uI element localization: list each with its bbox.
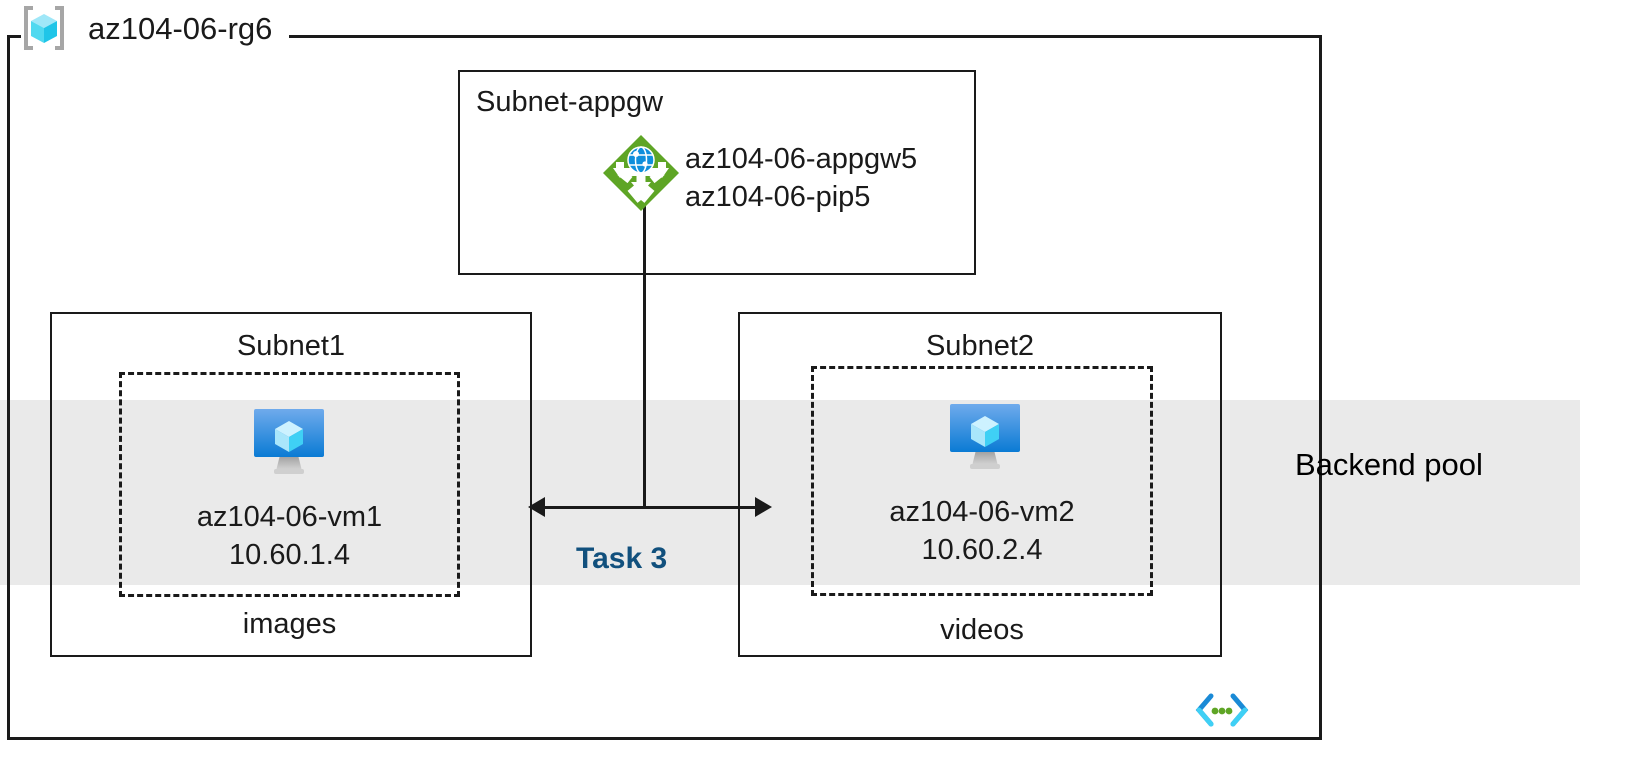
subnet2-vm-group: [811, 366, 1153, 596]
subnet1-title: Subnet1: [236, 330, 346, 362]
appgw-resource-names: az104-06-appgw5 az104-06-pip5: [685, 140, 917, 216]
subnet1-vm-name: az104-06-vm1: [196, 501, 383, 533]
resource-group-boundary: [7, 35, 1322, 740]
appgw-name: az104-06-appgw5: [685, 143, 918, 175]
rg-border-bottom: [7, 737, 1322, 740]
subnet2-box: Subnet2: [738, 312, 1222, 657]
subnet1-vm-group: [119, 372, 460, 597]
rg-border-top-right: [289, 35, 1322, 38]
subnet1-box: Subnet1: [50, 312, 532, 657]
resource-group-name: az104-06-rg6: [88, 11, 273, 46]
rg-border-top-left: [7, 35, 21, 38]
subnet2-vm-ip: 10.60.2.4: [921, 534, 1043, 566]
rg-border-left: [7, 35, 10, 740]
subnet1-vm-info: az104-06-vm1 10.60.1.4: [119, 498, 460, 574]
subnet2-vm-info: az104-06-vm2 10.60.2.4: [811, 493, 1153, 569]
application-gateway-icon: [600, 132, 682, 214]
arrow-head-left-icon: [528, 497, 545, 517]
subnet-appgw-title: Subnet-appgw: [476, 86, 664, 118]
subnet-appgw-box: Subnet-appgw: [458, 70, 976, 275]
resource-group-cube-icon: [20, 4, 68, 52]
rg-border-right: [1319, 35, 1322, 740]
appgw-to-subnets-connector: [643, 205, 646, 508]
arrow-head-right-icon: [755, 497, 772, 517]
subnet1-subnet2-connector: [540, 506, 762, 509]
subnet1-caption: images: [242, 608, 337, 640]
subnet2-title: Subnet2: [925, 330, 1035, 362]
backend-pool-label: Backend pool: [1295, 447, 1483, 482]
subnet2-vm-name: az104-06-vm2: [889, 496, 1075, 528]
virtual-network-icon: [1194, 692, 1250, 728]
task-3-label: Task 3: [576, 542, 668, 575]
subnet2-caption: videos: [940, 614, 1024, 646]
virtual-machine-icon: [250, 405, 328, 477]
virtual-machine-icon: [946, 400, 1024, 472]
subnet1-vm-ip: 10.60.1.4: [229, 539, 350, 571]
public-ip-name: az104-06-pip5: [685, 181, 871, 213]
